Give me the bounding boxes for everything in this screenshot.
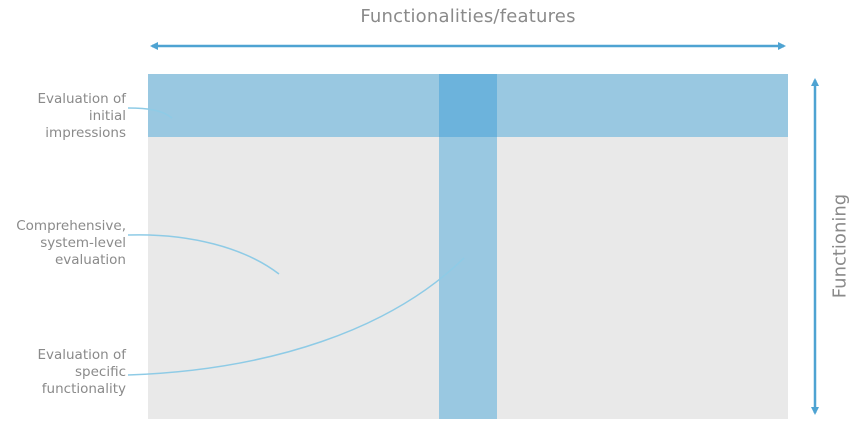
specific-functionality-label-line: Evaluation of <box>37 347 126 363</box>
system-level-label-line: system-level <box>40 235 126 251</box>
initial-impressions-label-line: impressions <box>45 125 126 141</box>
specific-functionality-label-line: functionality <box>41 381 126 397</box>
system-level-evaluation-label: Comprehensive, system-level evaluation <box>16 218 126 269</box>
features-axis-label: Functionalities/features <box>360 6 576 27</box>
connector-initial <box>127 107 173 119</box>
system-level-label-line: evaluation <box>54 252 126 268</box>
connector-specific <box>127 257 465 376</box>
functioning-axis-label: Functioning <box>829 193 851 299</box>
specific-functionality-label: Evaluation of specific functionality <box>37 347 126 398</box>
band-overlap <box>439 74 497 137</box>
connector-system <box>127 234 280 275</box>
initial-impressions-label: Evaluation of initial impressions <box>37 91 126 142</box>
specific-functionality-label-line: specific <box>74 364 126 380</box>
system-level-label-line: Comprehensive, <box>16 218 126 234</box>
initial-impressions-label-line: Evaluation of <box>37 91 126 107</box>
initial-impressions-label-line: initial <box>88 108 126 124</box>
